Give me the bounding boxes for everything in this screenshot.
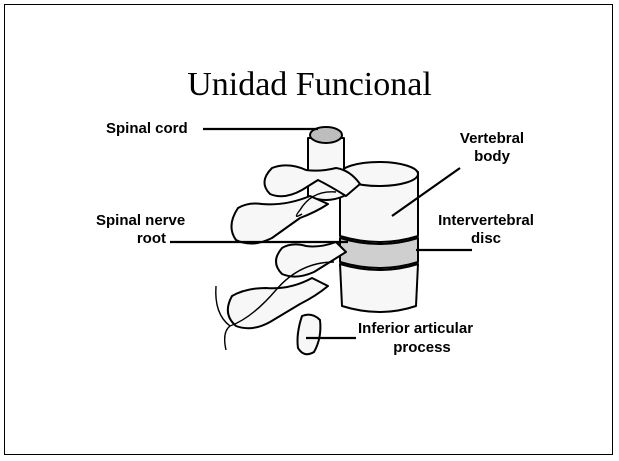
label-inferior-articular-process-line2: process	[358, 339, 486, 356]
upper-spinous-process	[231, 196, 328, 244]
label-spinal-nerve-root-line2: root	[96, 230, 166, 247]
lower-posterior-elements	[276, 242, 346, 277]
label-intervertebral-disc-line1: Intervertebral	[430, 212, 542, 229]
label-intervertebral-disc-line2: disc	[430, 230, 542, 247]
lower-vertebral-body	[340, 264, 418, 312]
label-spinal-cord: Spinal cord	[106, 120, 188, 137]
label-spinal-nerve-root-line1: Spinal nerve	[96, 212, 185, 229]
inferior-articular-process	[298, 315, 321, 355]
label-inferior-articular-process-line1: Inferior articular	[358, 320, 473, 337]
label-vertebral-body-line1: Vertebral	[454, 130, 530, 147]
label-vertebral-body-line2: body	[454, 148, 530, 165]
